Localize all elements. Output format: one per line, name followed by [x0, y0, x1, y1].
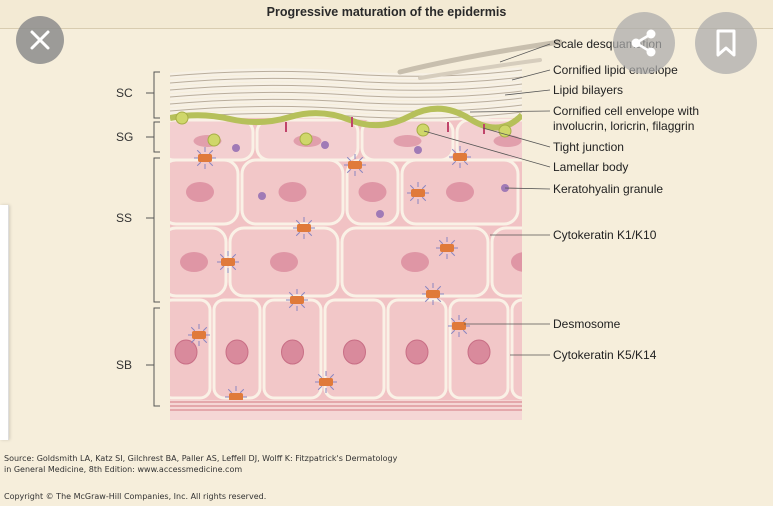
figure-title: Progressive maturation of the epidermis: [266, 5, 507, 19]
spinous-nucleus: [180, 252, 208, 272]
close-button[interactable]: [16, 16, 64, 64]
footer-edition: in General Medicine, 8th Edition: www.ac…: [4, 465, 243, 474]
spinous-nucleus: [401, 252, 429, 272]
basal-nucleus: [174, 339, 198, 365]
cornified-lipid-line: [170, 69, 522, 77]
callout-leader: [504, 187, 551, 190]
basal-cell: [510, 298, 522, 400]
layer-bracket: [146, 71, 160, 119]
share-button[interactable]: [613, 12, 675, 74]
desmosome: [217, 251, 239, 273]
scale-flake: [418, 58, 542, 80]
layer-bracket: [146, 307, 160, 407]
callout-label: involucrin, loricrin, filaggrin: [553, 119, 695, 133]
callout-leader: [504, 89, 551, 96]
desmosome: [436, 237, 458, 259]
callout-label: Keratohyalin granule: [553, 182, 664, 196]
desmosome: [449, 146, 471, 168]
basal-nucleus: [281, 339, 304, 365]
basal-nucleus: [467, 339, 491, 365]
cornified-lipid-line: [170, 104, 522, 112]
desmosome: [293, 217, 315, 239]
desmosome: [407, 182, 429, 204]
callout-label: Desmosome: [553, 317, 621, 331]
desmosome: [315, 371, 337, 393]
keratohyalin-granule: [258, 192, 266, 200]
keratohyalin-granule: [321, 141, 329, 149]
spinous-nucleus: [186, 182, 214, 202]
granular-nucleus: [393, 135, 422, 147]
basal-nucleus: [343, 339, 366, 365]
desmosome: [344, 154, 366, 176]
cornified-envelope: [170, 105, 522, 131]
layer-bracket: [146, 157, 160, 303]
desmosome: [286, 289, 308, 311]
desmosome: [194, 147, 216, 169]
lamellar-body: [416, 123, 430, 137]
callout-leader: [482, 127, 551, 148]
cornified-lipid-line: [170, 76, 522, 84]
callout-label: Lipid bilayers: [553, 83, 624, 97]
callout-label: Lamellar body: [553, 160, 629, 174]
bookmark-icon: [716, 29, 736, 57]
footer-copyright: Copyright © The McGraw-Hill Companies, I…: [4, 492, 267, 501]
cell-details: [175, 111, 512, 408]
callout-label: Cytokeratin K5/K14: [553, 348, 657, 362]
basal-nucleus: [225, 339, 249, 365]
layer-label-sb: SB: [116, 358, 133, 372]
stratum-corneum: [170, 67, 522, 134]
callout-leader: [499, 43, 551, 63]
desmosome: [188, 324, 210, 346]
lamellar-body: [498, 124, 512, 138]
scale-desquamation: [397, 39, 563, 80]
lamellar-body: [207, 133, 221, 147]
spinous-cell: [490, 226, 522, 298]
callout-leader: [423, 130, 551, 168]
basal-nucleus: [405, 339, 429, 365]
callout-leader: [469, 110, 551, 113]
callout-label: Cornified cell envelope with: [553, 104, 700, 118]
layer-bracket: [146, 121, 160, 153]
layer-label-sc: SC: [116, 86, 133, 100]
scale-flake: [397, 39, 563, 75]
spinous-nucleus: [446, 182, 474, 202]
granular-nucleus: [493, 135, 522, 147]
desmosome: [422, 283, 444, 305]
spinous-nucleus: [270, 252, 298, 272]
cornified-lipid-line: [170, 90, 522, 98]
callout-label: Cytokeratin K1/K10: [553, 228, 657, 242]
callout-leaders: [423, 43, 551, 356]
callout-label: Tight junction: [553, 140, 624, 154]
basal-nucleus: [524, 340, 546, 364]
cornified-lipid-line: [170, 83, 522, 91]
footer-source: Source: Goldsmith LA, Katz SI, Gilchrest…: [4, 454, 398, 463]
lamellar-body: [299, 132, 313, 146]
lamellar-body: [175, 111, 189, 125]
bookmark-button[interactable]: [695, 12, 757, 74]
cornified-lipid-line: [170, 97, 522, 105]
spinous-nucleus: [278, 182, 307, 202]
layer-label-sg: SG: [116, 130, 134, 144]
desmosome: [448, 315, 470, 337]
share-icon: [631, 29, 656, 57]
side-panel-edge: [0, 205, 9, 440]
close-icon: [30, 30, 50, 50]
spinous-nucleus: [511, 252, 522, 272]
callout-leader: [511, 69, 551, 81]
spinous-nucleus: [358, 182, 387, 202]
keratohyalin-granule: [414, 146, 422, 154]
keratohyalin-granule: [376, 210, 384, 218]
layer-brackets: [146, 71, 160, 407]
layer-label-ss: SS: [116, 211, 133, 225]
keratohyalin-granule: [232, 144, 240, 152]
